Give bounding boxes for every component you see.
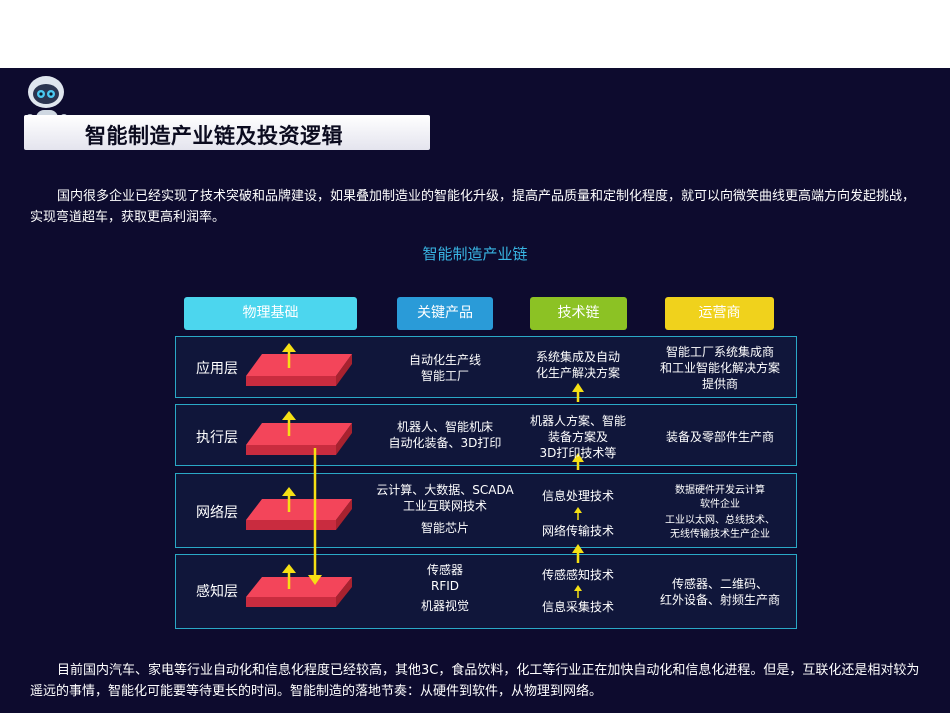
sense-product-1: 传感器 [426,563,463,577]
app-operator-2: 和工业智能化解决方案 [659,361,780,375]
net-product-1: 云计算、大数据、SCADA [376,483,514,497]
app-tech: 系统集成及自动 化生产解决方案 [518,349,638,381]
diagram-title: 智能制造产业链 [422,245,528,263]
net-operators-top: 数据硬件开发云计算 软件企业 [650,484,790,512]
slab-perception [246,577,352,607]
app-operator-1: 智能工厂系统集成商 [665,345,774,359]
app-operator-3: 提供商 [701,377,738,391]
app-product-1: 自动化生产线 [408,353,481,367]
net-operator-3: 工业以太网、总线技术、 [665,515,775,526]
app-operators: 智能工厂系统集成商 和工业智能化解决方案 提供商 [650,344,790,392]
sense-operators: 传感器、二维码、 红外设备、射频生产商 [650,576,790,608]
exec-tech-3: 3D打印技术等 [539,446,617,460]
sense-product-3: 机器视觉 [420,599,469,613]
label-perception-layer: 感知层 [196,584,238,600]
exec-tech-2: 装备方案及 [547,430,608,444]
app-product-2: 智能工厂 [420,369,469,383]
app-tech-2: 化生产解决方案 [535,366,620,380]
exec-products: 机器人、智能机床 自动化装备、3D打印 [375,419,515,451]
exec-tech: 机器人方案、智能 装备方案及 3D打印技术等 [518,413,638,461]
net-tech-top: 信息处理技术 [541,489,614,503]
net-operator-4: 无线传输技术生产企业 [670,529,770,540]
net-products: 云计算、大数据、SCADA 工业互联网技术 智能芯片 [370,482,520,536]
sense-product-2: RFID [430,579,460,593]
header-physical-basis: 物理基础 [184,297,357,330]
app-tech-1: 系统集成及自动 [535,350,620,364]
sense-operator-2: 红外设备、射频生产商 [659,593,780,607]
exec-operators: 装备及零部件生产商 [650,429,790,445]
slab-application [246,354,352,386]
sense-tech-bottom: 信息采集技术 [541,600,614,614]
label-execution-layer: 执行层 [196,430,238,446]
sense-products: 传感器 RFID 机器视觉 [395,562,495,614]
net-product-2: 工业互联网技术 [402,499,487,513]
conclusion-paragraph: 目前国内汽车、家电等行业自动化和信息化程度已经较高，其他3C，食品饮料，化工等行… [30,663,920,699]
sense-tech-top: 传感感知技术 [541,568,614,582]
header-tech-chain: 技术链 [530,297,627,330]
slab-network [246,499,352,530]
exec-tech-1: 机器人方案、智能 [529,414,626,428]
exec-product-1: 机器人、智能机床 [396,420,493,434]
page-title: 智能制造产业链及投资逻辑 [85,124,343,148]
sense-operator-1: 传感器、二维码、 [671,577,768,591]
exec-product-2: 自动化装备、3D打印 [388,436,502,450]
net-operators-bottom: 工业以太网、总线技术、 无线传输技术生产企业 [650,514,790,542]
label-network-layer: 网络层 [196,505,238,521]
exec-operator-1: 装备及零部件生产商 [665,430,774,444]
app-products: 自动化生产线 智能工厂 [375,352,515,384]
header-key-products: 关键产品 [397,297,493,330]
intro-paragraph: 国内很多企业已经实现了技术突破和品牌建设，如果叠加制造业的智能化升级，提高产品质… [30,189,916,225]
title-bar [24,115,430,150]
net-product-3: 智能芯片 [420,521,469,535]
slab-execution [246,423,352,455]
label-application-layer: 应用层 [196,361,238,377]
net-operator-1: 数据硬件开发云计算 [675,485,765,496]
net-operator-2: 软件企业 [700,499,740,510]
net-tech-bottom: 网络传输技术 [541,524,614,538]
header-operators: 运营商 [665,297,774,330]
